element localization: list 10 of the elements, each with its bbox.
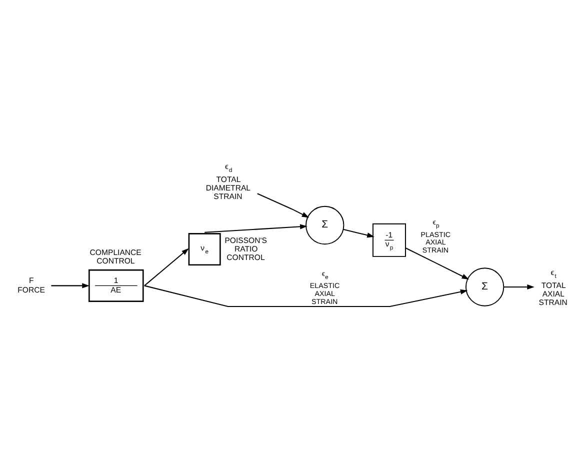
- arrow: [343, 228, 374, 238]
- arrow: [144, 284, 468, 307]
- arrow: [144, 248, 189, 286]
- arrow: [504, 284, 534, 290]
- node-circle: Σ: [465, 267, 504, 306]
- arrow: [405, 247, 470, 280]
- node-circle: Σ: [306, 205, 344, 244]
- arrow: [51, 282, 90, 288]
- arrow: [204, 224, 308, 232]
- arrow: [257, 192, 310, 218]
